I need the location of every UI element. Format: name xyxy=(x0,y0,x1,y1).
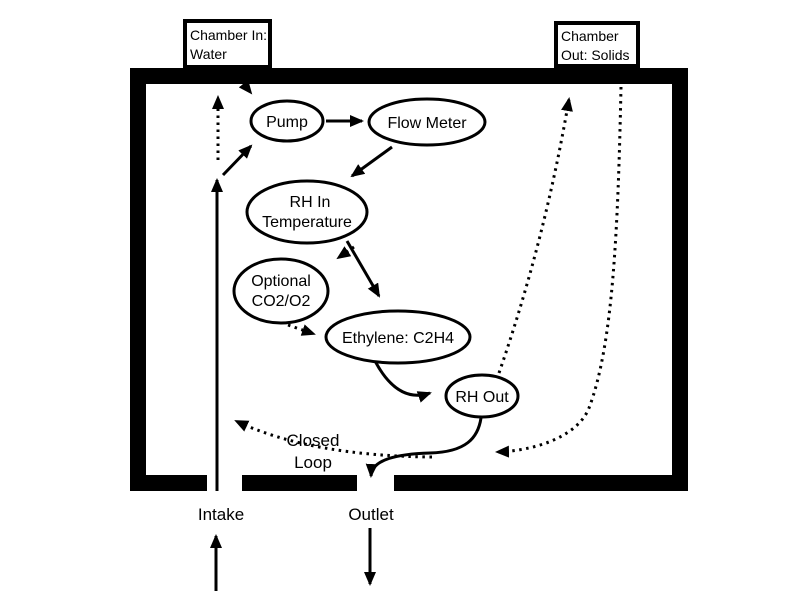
dotted-chamber-out-return-loop xyxy=(495,86,623,458)
annotation-labels: Closed Loop Intake Outlet xyxy=(198,431,394,524)
intake-label: Intake xyxy=(198,505,244,524)
chamber-wall-bottom-right-segment xyxy=(394,475,688,491)
arrow-flow-meter-to-rh-in xyxy=(350,145,393,178)
chamber-in-box: Chamber In: Water xyxy=(183,19,272,69)
optional-label-line1: Optional xyxy=(251,273,311,290)
rh-out-node: RH Out xyxy=(444,373,520,419)
dotted-closed-loop-to-intake xyxy=(234,419,433,459)
chamber-out-box: Chamber Out: Solids xyxy=(554,21,640,68)
chamber-out-box-outline xyxy=(554,21,640,68)
closed-loop-label-line2: Loop xyxy=(294,453,332,472)
chamber-out-label-line2: Out: Solids xyxy=(561,47,629,63)
dotted-rh-in-to-optional xyxy=(336,245,355,260)
chamber-wall-bottom-middle-segment xyxy=(242,475,357,491)
chamber-wall-right xyxy=(672,68,688,491)
arrow-rh-in-to-ethylene xyxy=(345,240,381,298)
pump-label: Pump xyxy=(266,114,308,131)
rh-in-temperature-ellipse xyxy=(245,179,369,245)
dotted-chamber-in-to-pump xyxy=(236,54,253,95)
rh-out-label: RH Out xyxy=(455,389,509,406)
arrow-ethylene-to-rh-out xyxy=(373,360,432,403)
solid-flow-arrows xyxy=(210,115,483,591)
optional-co2-o2-ellipse xyxy=(232,257,330,325)
dotted-rh-out-to-chamber-out xyxy=(497,97,573,374)
ethylene-ellipse xyxy=(324,309,472,365)
dotted-flow-arrows xyxy=(212,54,623,459)
closed-loop-label-line1: Closed xyxy=(287,431,340,450)
chamber-wall-left xyxy=(130,68,146,491)
ethylene-node: Ethylene: C2H4 xyxy=(324,309,472,365)
pump-node: Pump xyxy=(249,99,325,143)
chamber-out-label-line1: Chamber xyxy=(561,28,619,44)
chamber-wall-top xyxy=(130,68,688,84)
chamber-in-label-line1: Chamber In: xyxy=(190,27,267,43)
ethylene-label: Ethylene: C2H4 xyxy=(342,330,454,347)
optional-label-line2: CO2/O2 xyxy=(252,293,311,310)
flow-meter-node: Flow Meter xyxy=(367,97,487,147)
outlet-label: Outlet xyxy=(348,505,394,524)
arrow-intake-to-pump xyxy=(221,144,253,177)
chamber-wall-bottom-left-segment xyxy=(130,475,207,491)
dotted-optional-to-ethylene xyxy=(287,323,316,336)
flow-meter-ellipse xyxy=(367,97,487,147)
rh-in-label-line1: RH In xyxy=(290,194,331,211)
rh-out-ellipse xyxy=(444,373,520,419)
rh-in-label-line2: Temperature xyxy=(262,214,352,231)
chamber-enclosure xyxy=(130,68,688,491)
optional-co2-o2-node: Optional CO2/O2 xyxy=(232,257,330,325)
chamber-in-label-line2: Water xyxy=(190,46,227,62)
rh-in-temperature-node: RH In Temperature xyxy=(245,179,369,245)
arrow-rh-out-to-outlet xyxy=(365,417,483,478)
pump-ellipse xyxy=(249,99,325,143)
flow-meter-label: Flow Meter xyxy=(387,115,467,132)
chamber-in-box-outline xyxy=(183,19,272,69)
